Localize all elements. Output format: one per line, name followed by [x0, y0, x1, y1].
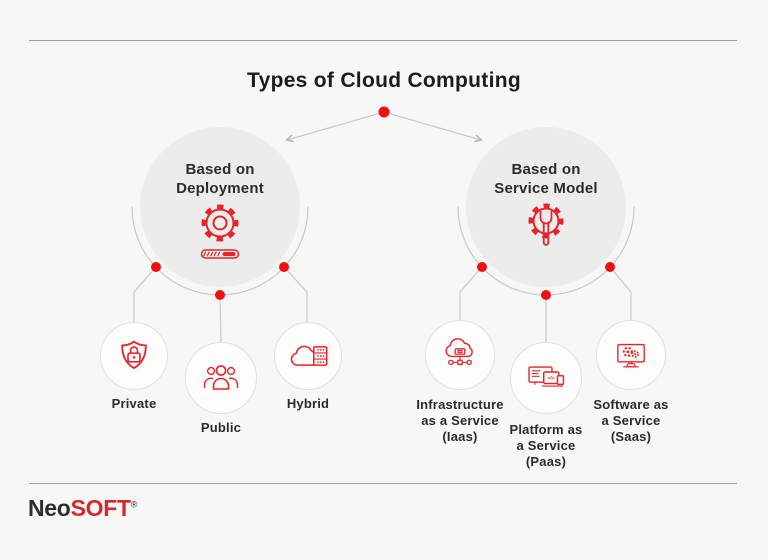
top-divider-line: [29, 40, 737, 41]
item-circle-paas: </>: [510, 342, 582, 414]
item-label-line: Platform as: [509, 422, 583, 437]
registered-mark: ®: [130, 499, 138, 510]
item-label-line: Infrastructure: [416, 397, 504, 412]
root-dot: [378, 106, 390, 118]
deployment-dot-left: [151, 262, 161, 272]
brand-logo: NeoSOFT®: [28, 495, 137, 522]
item-label-private: Private: [69, 396, 199, 412]
cloud-network-icon: [445, 338, 473, 366]
item-label-saas: Software as a Service (Saas): [566, 397, 696, 445]
item-circle-iaas: [425, 320, 495, 390]
item-label-line: (Saas): [610, 429, 652, 444]
connector-iaas: [459, 266, 483, 322]
item-circle-public: [185, 342, 257, 414]
item-circle-hybrid: [274, 322, 342, 390]
branch-label-line: Deployment: [176, 180, 264, 197]
branch-label-service-model: Based on Service Model: [466, 127, 626, 198]
gear-progress-icon: [200, 204, 240, 259]
gear-wrench-icon: [528, 203, 564, 246]
svg-text:</>: </>: [547, 376, 554, 382]
bottom-divider-line: [29, 483, 737, 484]
shield-lock-icon: [121, 340, 147, 369]
branch-circle-deployment: Based on Deployment: [140, 127, 300, 287]
item-circle-private: [100, 322, 168, 390]
cloud-server-icon: [290, 345, 328, 366]
service-dot-left: [477, 262, 487, 272]
item-circle-saas: [596, 320, 666, 390]
item-label-paas: Platform as a Service (Paas): [481, 422, 611, 470]
item-label-public: Public: [156, 420, 286, 436]
server-dots: [317, 349, 325, 363]
service-dot-right: [605, 262, 615, 272]
item-label-line: a Service: [516, 438, 576, 453]
item-label-line: as a Service: [421, 413, 499, 428]
brand-neo: Neo: [28, 495, 71, 521]
item-label-line: Private: [111, 396, 157, 411]
item-label-iaas: Infrastructure as a Service (Iaas): [395, 397, 525, 445]
deployment-dot-right: [279, 262, 289, 272]
service-dot-bottom: [541, 290, 551, 300]
item-label-line: Public: [200, 420, 242, 435]
screens-code-icon: </>: [528, 366, 565, 387]
connector-private: [133, 266, 157, 324]
item-label-line: (Paas): [525, 454, 567, 469]
connector-root-to-deployment: [287, 111, 385, 140]
branch-label-line: Based on: [511, 161, 581, 178]
deployment-dot-bottom: [215, 290, 225, 300]
branch-label-deployment: Based on Deployment: [140, 127, 300, 198]
monitor-gears-icon: [617, 343, 645, 368]
branch-circle-service-model: Based on Service Model: [466, 127, 626, 287]
item-label-line: (Iaas): [442, 429, 478, 444]
item-label-line: Hybrid: [286, 396, 330, 411]
item-label-hybrid: Hybrid: [243, 396, 373, 412]
connector-hybrid: [283, 266, 308, 324]
connector-public: [219, 295, 222, 344]
item-label-line: Software as: [593, 397, 669, 412]
connector-root-to-service: [383, 111, 481, 140]
page-title: Types of Cloud Computing: [247, 69, 521, 92]
people-group-icon: [203, 365, 239, 390]
connector-saas: [609, 266, 632, 322]
item-label-line: a Service: [601, 413, 661, 428]
brand-soft: SOFT: [70, 495, 131, 521]
branch-label-line: Based on: [185, 161, 255, 178]
branch-label-line: Service Model: [494, 180, 598, 197]
